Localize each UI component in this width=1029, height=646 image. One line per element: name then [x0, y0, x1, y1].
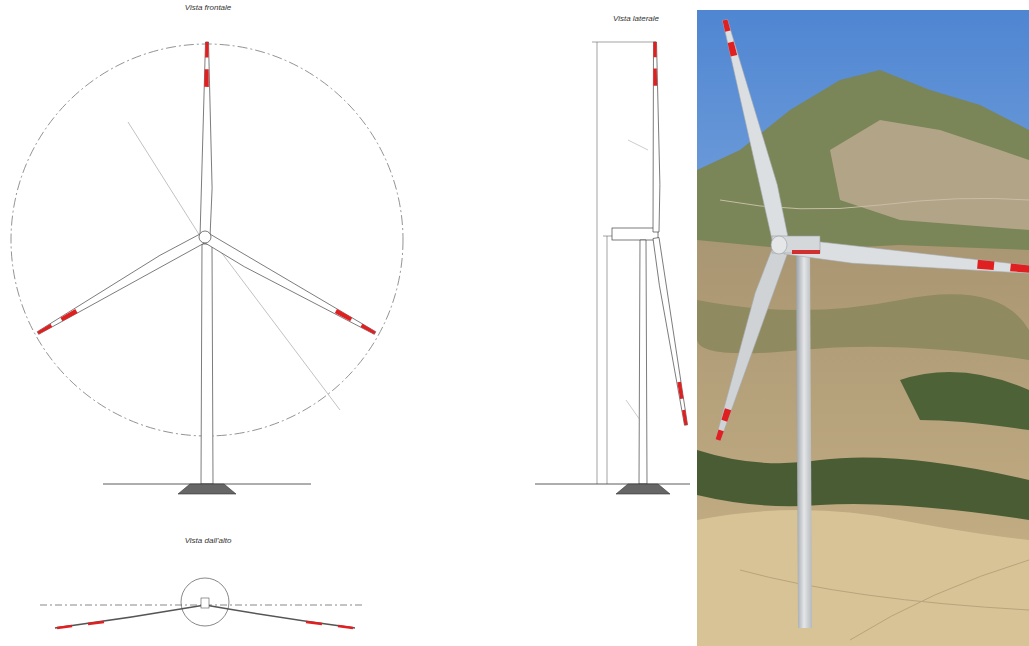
blade-marking [306, 622, 322, 624]
blade [203, 233, 376, 335]
blade-marking [653, 69, 657, 86]
foundation [616, 484, 670, 494]
ground-line [535, 484, 690, 485]
blade-marking [1010, 263, 1029, 273]
tower [639, 240, 647, 484]
blade-marking [338, 626, 353, 628]
track [740, 570, 1029, 610]
blade [205, 605, 355, 628]
view-title: Vista frontale [185, 3, 232, 12]
dimension-line [597, 42, 598, 484]
dimension-line [128, 122, 200, 236]
blade-marking [977, 260, 994, 270]
side-view [535, 42, 690, 494]
woodland [900, 372, 1029, 430]
blade-marking [728, 42, 738, 57]
dimension-line [592, 42, 656, 43]
view-title: Vista dall'alto [185, 536, 232, 545]
blade-marking [721, 408, 731, 422]
blade-marking [60, 309, 77, 321]
quarry [830, 120, 1029, 230]
foreground-field [697, 510, 1029, 646]
tower [796, 248, 812, 628]
dimension-line [603, 236, 612, 237]
blade-marking [677, 382, 683, 399]
blade [653, 238, 688, 426]
blade-marking [205, 42, 209, 58]
blade [716, 246, 789, 441]
top-view [40, 578, 365, 628]
mountain [697, 70, 1029, 646]
view-title: Vista laterale [613, 14, 659, 23]
hub [771, 236, 787, 254]
leader-line [628, 140, 648, 150]
tower [201, 244, 213, 484]
blade [784, 238, 1029, 275]
blade [653, 42, 660, 232]
fields [697, 240, 1029, 646]
leader-line [626, 400, 640, 420]
blade [37, 233, 207, 335]
blade-marking [716, 430, 724, 441]
nacelle [772, 236, 820, 253]
blade-marking [723, 19, 731, 31]
photo-render [697, 10, 1029, 646]
blade [723, 19, 789, 245]
hub [199, 231, 211, 243]
blade [55, 605, 205, 628]
woodland [697, 450, 1029, 520]
blade-marking [37, 324, 52, 335]
blade-marking [682, 410, 688, 425]
track [850, 560, 1029, 640]
nacelle [201, 598, 209, 608]
blade-marking [654, 42, 657, 57]
foundation [178, 484, 236, 494]
hub-circle [181, 578, 229, 626]
blade-marking [335, 309, 352, 321]
blade-marking [88, 622, 104, 624]
nacelle [612, 228, 658, 240]
blade-marking [204, 69, 209, 87]
sky [697, 10, 1029, 646]
dimension-line [607, 236, 608, 484]
blade-marking [361, 324, 376, 335]
blade-marking [57, 626, 72, 628]
nacelle-marking [792, 250, 820, 254]
dimension-line [212, 240, 340, 410]
blade [200, 42, 212, 237]
